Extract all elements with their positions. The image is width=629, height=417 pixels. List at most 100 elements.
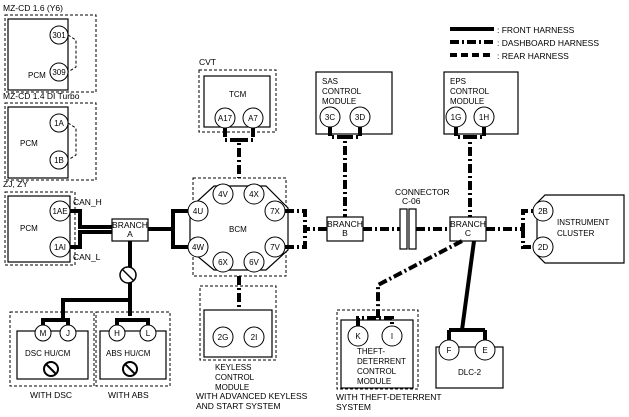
pin-label: 4V — [218, 190, 228, 199]
pin-label: 2B — [538, 207, 548, 216]
eps-label-line3: MODULE — [450, 97, 484, 106]
pin-label: 2I — [251, 333, 258, 342]
pcm-label: PCM — [28, 71, 46, 80]
pin-label: E — [482, 346, 487, 355]
bcm-branch-b-wire — [285, 209, 327, 231]
branch-c-label-line1: BRANCH — [450, 219, 486, 229]
connector-label-line1: CONNECTOR — [395, 187, 450, 197]
tcm-frame — [198, 69, 277, 133]
pin-label: 3D — [355, 113, 365, 122]
cluster-pin-2b — [532, 200, 554, 222]
pin-label: 2D — [538, 243, 548, 252]
pin-label: 309 — [52, 68, 66, 77]
pcm-label: PCM — [20, 139, 38, 148]
engine-title-y6: MZ-CD 1.6 (Y6) — [3, 3, 63, 13]
eps-label-line1: EPS — [450, 77, 466, 86]
pin-label: 1G — [451, 113, 462, 122]
pin-label: M — [40, 329, 47, 338]
tcm-wire-2 — [239, 128, 255, 142]
pin-label: 301 — [52, 31, 66, 40]
pin-label: 6V — [249, 258, 259, 267]
tcm-label: TCM — [229, 90, 247, 99]
pcm-variant-zj-zy: ZJ, ZY PCM 1AE 1AI — [3, 179, 76, 266]
bcm-pin-6x — [212, 251, 234, 273]
loop-wire — [67, 34, 77, 73]
theft-label-line3: CONTROL — [357, 367, 397, 376]
prohibited-icon-slash — [45, 363, 57, 375]
pin-label: 4W — [192, 243, 204, 252]
dlc-label: DLC-2 — [458, 368, 482, 377]
sas-wire — [328, 127, 347, 218]
prohibited-icon-slash — [121, 268, 135, 282]
keyless-label-line1: KEYLESS — [215, 363, 251, 372]
can-l-label: CAN_L — [73, 252, 101, 262]
keyless-label-line3: MODULE — [215, 383, 249, 392]
theft-label-line4: MODULE — [357, 377, 391, 386]
dsc-loop-wire — [41, 318, 70, 325]
eps-wire — [454, 127, 472, 218]
sas-label-line1: SAS — [322, 77, 338, 86]
bcm-pin-4v — [212, 183, 234, 205]
bcm-pin-6v — [243, 251, 265, 273]
keyless-caption-line2: AND START SYSTEM — [196, 401, 281, 411]
loop-wire — [67, 122, 77, 161]
legend: : FRONT HARNESS : DASHBOARD HARNESS : RE… — [450, 25, 599, 61]
eps-label-line2: CONTROL — [450, 87, 490, 96]
branch-c-cluster-wire-2 — [521, 229, 535, 249]
sas-label-line3: MODULE — [322, 97, 356, 106]
pin-label: F — [447, 346, 452, 355]
abs-label: ABS HU/CM — [106, 349, 151, 358]
branch-b — [326, 216, 364, 242]
pin-label: H — [114, 329, 120, 338]
connector-label-line2: C-06 — [402, 196, 421, 206]
theft-loop-wire — [356, 316, 394, 326]
prohibited-icon-slash — [124, 363, 136, 375]
sas-label-line2: CONTROL — [322, 87, 362, 96]
pin-label: 1B — [54, 156, 64, 165]
keyless-pin-2g — [212, 326, 234, 348]
sas-wire-2 — [345, 127, 362, 139]
pin-label: 7X — [270, 207, 280, 216]
dlc-pin-e — [474, 339, 496, 361]
tcm-wire — [223, 128, 241, 178]
keyless-pin-2i — [243, 326, 265, 348]
pin-label: 1AE — [52, 207, 67, 216]
pin-label: 3C — [325, 113, 335, 122]
pin-label: A17 — [218, 114, 233, 123]
pin-label: I — [391, 332, 393, 341]
pin-label: 1AI — [54, 243, 66, 252]
pin-label: 6X — [218, 258, 228, 267]
abs-frame — [95, 311, 171, 387]
pcm-label: PCM — [20, 224, 38, 233]
abs-loop-wire — [115, 318, 150, 325]
branch-c-cluster-wire — [486, 209, 535, 231]
abs-caption: WITH ABS — [108, 390, 149, 400]
pin-label: 2G — [218, 333, 229, 342]
legend-rear-label: : REAR HARNESS — [497, 51, 569, 61]
can-h-wire — [70, 209, 112, 229]
eps-wire-2 — [470, 127, 486, 139]
bcm-label: BCM — [229, 225, 247, 234]
branch-c-label-line2: C — [465, 228, 471, 238]
legend-dashboard-label: : DASHBOARD HARNESS — [497, 38, 599, 48]
dlc-pin-f — [438, 339, 460, 361]
branch-a-bcm-wire — [148, 209, 190, 231]
dsc-caption: WITH DSC — [30, 390, 72, 400]
pin-label: 1H — [479, 113, 489, 122]
bcm-pin-4x — [243, 183, 265, 205]
theft-frame — [336, 309, 419, 390]
cluster-pin-2d — [532, 236, 554, 258]
connector-half-1 — [399, 208, 408, 250]
bcm-body — [189, 185, 289, 271]
pcm-variant-y6: MZ-CD 1.6 (Y6) PCM 301 309 — [3, 3, 97, 93]
variant-frame — [4, 14, 97, 93]
theft-caption-line2: SYSTEM — [336, 402, 371, 412]
can-l-wire — [70, 230, 112, 249]
bcm-pin-4u — [187, 200, 209, 222]
branch-a-label-line2: A — [127, 229, 133, 239]
branch-c — [449, 216, 487, 242]
pin-label: J — [66, 329, 70, 338]
branch-b-label-line1: BRANCH — [327, 219, 363, 229]
branch-a-bcm-wire-2 — [171, 229, 190, 249]
theft-label-line1: THEFT- — [357, 347, 385, 356]
